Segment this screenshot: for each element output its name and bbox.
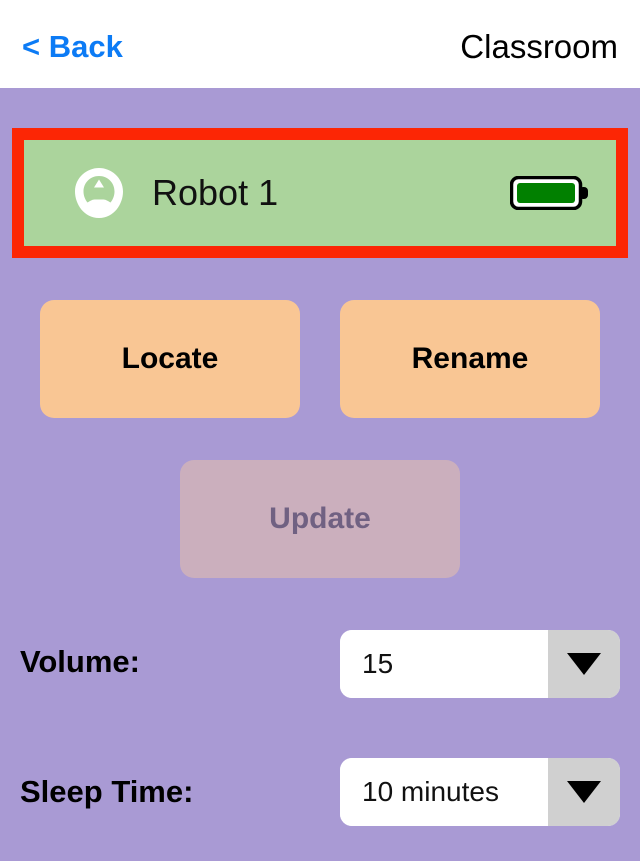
navigation-bar: < Back Classroom (0, 0, 640, 88)
robot-top-view-icon (72, 166, 126, 220)
battery-full-icon (509, 175, 590, 211)
update-button: Update (180, 460, 460, 578)
rename-button[interactable]: Rename (340, 300, 600, 418)
page-title: Classroom (460, 28, 618, 65)
chevron-down-icon[interactable] (548, 758, 620, 826)
sleep-time-label: Sleep Time: (20, 774, 194, 809)
volume-dropdown[interactable]: 15 (340, 630, 620, 698)
locate-button[interactable]: Locate (40, 300, 300, 418)
chevron-down-icon[interactable] (548, 630, 620, 698)
volume-label: Volume: (20, 644, 140, 679)
sleep-time-dropdown[interactable]: 10 minutes (340, 758, 620, 826)
volume-value[interactable]: 15 (340, 630, 548, 698)
selection-highlight-frame: Robot 1 (12, 128, 628, 258)
robot-name-label: Robot 1 (152, 172, 279, 213)
back-button[interactable]: < Back (22, 29, 123, 64)
robot-list-item[interactable]: Robot 1 (24, 140, 616, 246)
sleep-time-value[interactable]: 10 minutes (340, 758, 548, 826)
